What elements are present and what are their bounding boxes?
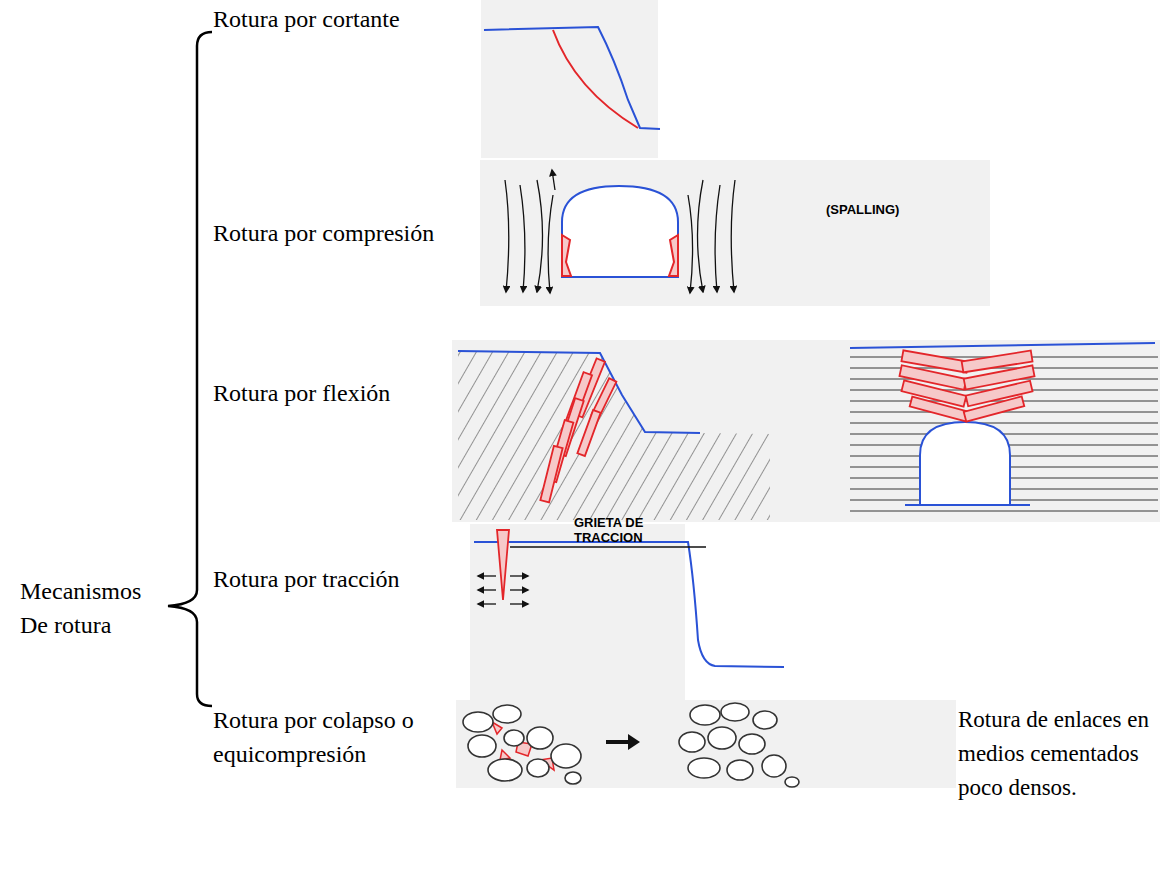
tension-panel: [470, 524, 784, 700]
note-label: GRIETA DE TRACCION: [574, 515, 674, 545]
mechanism-name: Rotura por colapso o equicompresión: [213, 703, 445, 771]
mechanism-name: Rotura por cortante: [213, 2, 473, 36]
note-label: Rotura de enlaces en medios cementados p…: [958, 703, 1156, 805]
shear-panel: [481, 0, 660, 158]
brace: [168, 32, 212, 706]
spalling-panel: [480, 160, 990, 306]
note-label: (SPALLING): [826, 202, 966, 217]
mechanism-name: Rotura por tracción: [213, 562, 463, 596]
collapse-panel: [456, 700, 956, 788]
group-title: Mecanismos De rotura: [20, 574, 160, 642]
mechanism-name: Rotura por compresión: [213, 216, 473, 250]
flexure-panel: [452, 340, 1160, 522]
mechanism-name: Rotura por flexión: [213, 376, 453, 410]
